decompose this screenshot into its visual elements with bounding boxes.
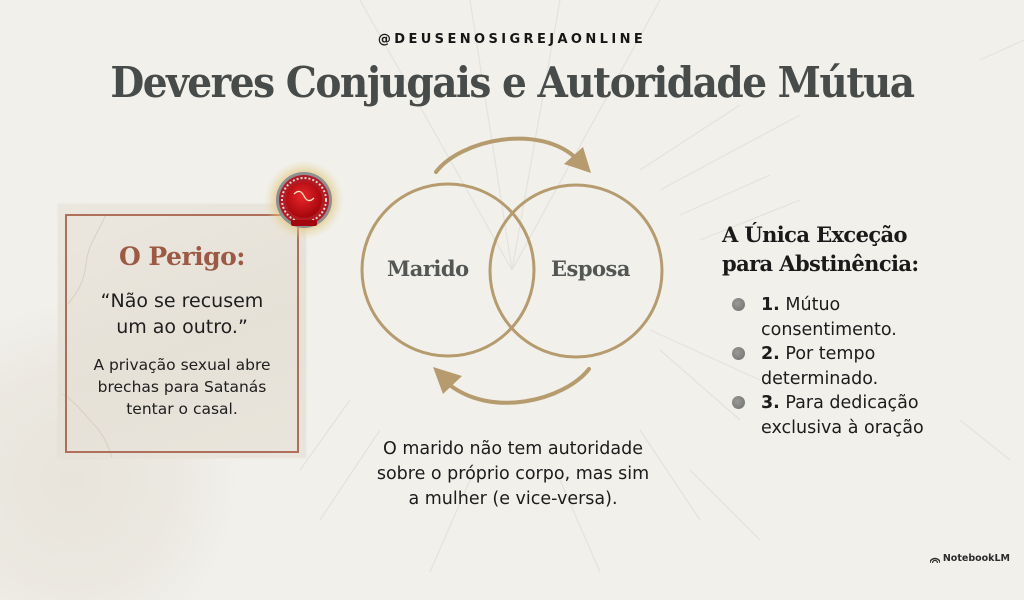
exception-title-line: A Única Exceção bbox=[722, 222, 908, 247]
danger-body: A privação sexual abre brechas para Sata… bbox=[66, 354, 298, 420]
quote-line: um ao outro.” bbox=[116, 316, 248, 338]
body-line: brechas para Satanás bbox=[97, 378, 267, 396]
danger-quote: “Não se recusem um ao outro.” bbox=[66, 288, 298, 340]
arrow-clockwise-icon bbox=[434, 136, 591, 174]
page-title: Deveres Conjugais e Autoridade Mútua bbox=[110, 58, 915, 107]
item-text: Por tempo bbox=[779, 344, 876, 364]
caption-line: a mulher (e vice-versa). bbox=[408, 489, 618, 509]
exception-item: 1. Mútuo consentimento. bbox=[732, 293, 982, 342]
seal-emblem-icon bbox=[264, 160, 344, 240]
caption-line: O marido não tem autoridade bbox=[382, 439, 643, 459]
husband-label: Marido bbox=[387, 256, 469, 281]
exception-title: A Única Exceção para Abstinência: bbox=[722, 220, 982, 278]
exception-title-line: para Abstinência: bbox=[722, 251, 919, 276]
item-text-continued: consentimento. bbox=[761, 319, 897, 340]
paper-crack-texture bbox=[62, 213, 113, 458]
venn-diagram bbox=[360, 136, 664, 405]
caption-line: sobre o próprio corpo, mas sim bbox=[376, 464, 650, 484]
item-number: 3. bbox=[761, 393, 780, 413]
exception-item: 3. Para dedicação exclusiva à oração bbox=[732, 391, 982, 440]
channel-handle: @DEUSENOSIGREJAONLINE bbox=[377, 32, 647, 47]
bullet-icon bbox=[732, 347, 745, 360]
bullet-icon bbox=[732, 298, 745, 311]
item-text: Para dedicação bbox=[779, 393, 919, 413]
danger-title: O Perigo: bbox=[118, 242, 246, 271]
bullet-icon bbox=[732, 396, 745, 409]
brand-label: NotebookLM bbox=[942, 553, 1010, 564]
item-text-continued: determinado. bbox=[761, 368, 879, 389]
item-number: 1. bbox=[761, 295, 780, 315]
body-line: A privação sexual abre bbox=[93, 356, 271, 374]
item-text-continued: exclusiva à oração bbox=[761, 417, 924, 438]
quote-line: “Não se recusem bbox=[100, 290, 264, 312]
notebooklm-logo-icon bbox=[929, 557, 940, 563]
item-text: Mútuo bbox=[779, 295, 841, 315]
background-rays bbox=[299, 0, 1024, 572]
card-frame bbox=[65, 214, 299, 453]
body-line: tentar o casal. bbox=[126, 400, 238, 418]
husband-circle bbox=[360, 182, 536, 358]
diagram-caption: O marido não tem autoridade sobre o próp… bbox=[330, 437, 696, 512]
wife-label: Esposa bbox=[551, 256, 630, 281]
wife-circle bbox=[488, 183, 664, 359]
exception-item: 2. Por tempo determinado. bbox=[732, 342, 982, 391]
arrow-counterclockwise-icon bbox=[433, 367, 591, 405]
notebooklm-watermark: NotebookLM bbox=[929, 553, 1010, 564]
exception-list: 1. Mútuo consentimento. 2. Por tempo det… bbox=[732, 293, 982, 440]
item-number: 2. bbox=[761, 344, 780, 364]
danger-card: O Perigo: “Não se recusem um ao outro.” … bbox=[58, 204, 306, 458]
